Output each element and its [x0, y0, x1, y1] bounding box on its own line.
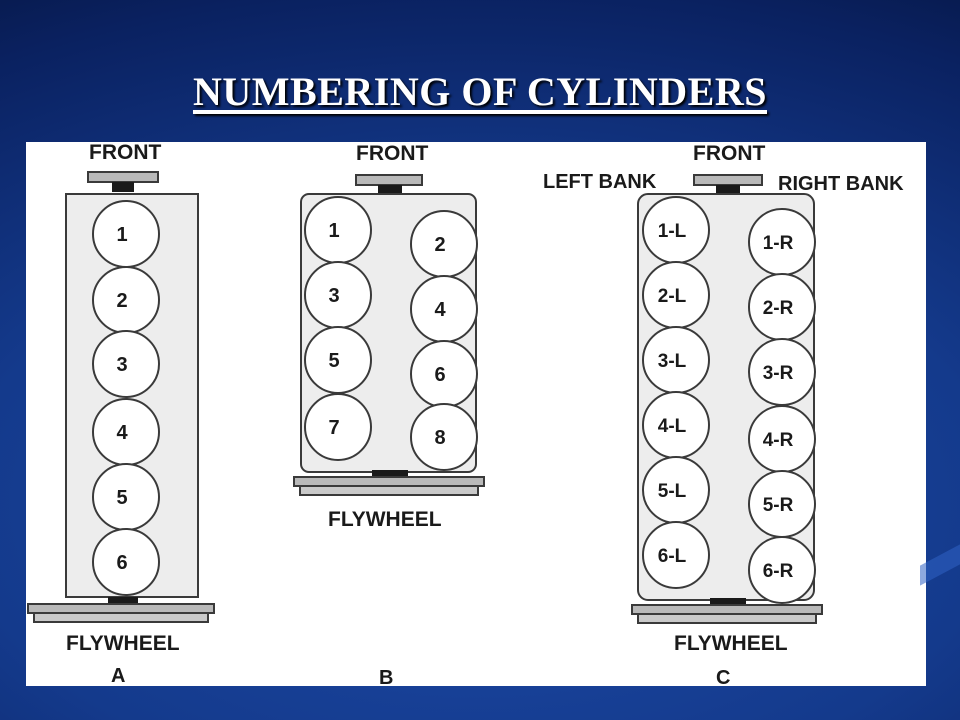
diagram-b-right-cylinder-8-circle [410, 403, 478, 471]
diagram-a-caption: A [111, 665, 125, 686]
diagram-c-left-cylinder-3-label: 3-L [658, 351, 687, 372]
diagram-b-left-cylinder-7-circle [304, 393, 372, 461]
diagram-c-right-cylinder-2-label: 2-R [763, 298, 794, 319]
diagram-b: FRONT 1 3 5 7 2 4 6 8 FLYWHEEL B [293, 142, 485, 686]
diagram-c-caption: C [716, 667, 730, 686]
diagram-b-right-cylinder-6-label: 6 [434, 364, 445, 386]
diagram-b-caption: B [379, 667, 393, 686]
diagram-a: FRONT 1 2 3 4 5 6 FLYWHEEL A [27, 142, 215, 686]
diagram-a-cylinder-3-circle [92, 330, 160, 398]
diagram-c-left-cylinder-1-label: 1-L [658, 221, 687, 242]
diagram-c-front-plate [693, 174, 763, 186]
diagram-c-flywheel-label: FLYWHEEL [674, 632, 788, 655]
diagram-a-front-plate [87, 171, 159, 183]
diagram-c: FRONT LEFT BANK RIGHT BANK 1-L 2-L 3-L 4-L 5… [543, 142, 904, 686]
diagram-a-front-shaft [112, 182, 134, 192]
diagram-c-front-label: FRONT [693, 142, 765, 165]
diagram-b-right-cylinder-8-label: 8 [434, 427, 445, 449]
diagram-c-flywheel-base [637, 613, 817, 624]
diagram-b-left-cylinder-7-label: 7 [328, 417, 339, 439]
diagram-a-front-label: FRONT [89, 142, 161, 164]
diagram-a-cylinder-1-label: 1 [116, 224, 127, 246]
diagram-a-cylinder-4-label: 4 [116, 422, 128, 444]
diagram-c-left-cylinder-4-label: 4-L [658, 416, 687, 437]
diagram-c-left-cylinder-6-label: 6-L [658, 546, 687, 567]
diagram-c-right-cylinder-3-label: 3-R [763, 363, 794, 384]
diagram-b-right-cylinder-2-label: 2 [434, 234, 445, 256]
diagram-c-right-cylinder-6-label: 6-R [763, 561, 794, 582]
diagram-c-right-cylinder-6-circle [748, 536, 816, 604]
diagram-a-cylinder-3-label: 3 [116, 354, 127, 376]
diagram-a-cylinder-2-label: 2 [116, 290, 127, 312]
diagram-a-rear-shaft [108, 597, 138, 605]
diagram-c-front-shaft [716, 185, 740, 195]
diagram-panel: FRONT 1 2 3 4 5 6 FLYWHEEL A FRONT 1 3 5 7 2 4 6 8 F… [26, 142, 926, 686]
decorative-stripe [920, 544, 960, 586]
cylinder-diagrams: FRONT 1 2 3 4 5 6 FLYWHEEL A FRONT 1 3 5 7 2 4 6 8 F… [27, 142, 904, 686]
diagram-b-left-cylinder-3-label: 3 [328, 285, 339, 307]
diagram-c-right-cylinder-5-label: 5-R [763, 495, 794, 516]
diagram-a-cylinders: 1 2 3 4 5 6 [92, 200, 160, 596]
diagram-c-right-cylinder-4-label: 4-R [763, 430, 794, 451]
diagram-b-left-cylinder-5-label: 5 [328, 350, 339, 372]
diagram-b-front-plate [355, 174, 423, 186]
diagram-b-flywheel-base [299, 485, 479, 496]
diagram-b-right-cylinder-4-label: 4 [434, 299, 446, 321]
diagram-c-left-cylinder-2-label: 2-L [658, 286, 687, 307]
diagram-c-cylinders: 1-L 2-L 3-L 4-L 5-L 6-L 1-R 2-R 3-R 4-R 5-R 6-R [642, 196, 816, 604]
diagram-c-right-bank-label: RIGHT BANK [778, 173, 904, 195]
diagram-c-left-bank-label: LEFT BANK [543, 171, 657, 193]
diagram-b-rear-shaft [372, 470, 408, 478]
diagram-b-flywheel-label: FLYWHEEL [328, 508, 442, 531]
diagram-b-front-shaft [378, 185, 402, 195]
diagram-b-left-cylinder-1-label: 1 [328, 220, 339, 242]
diagram-b-cylinders: 1 3 5 7 2 4 6 8 [304, 196, 478, 471]
diagram-a-cylinder-6-circle [92, 528, 160, 596]
diagram-a-flywheel-base [33, 612, 209, 623]
diagram-a-cylinder-5-label: 5 [116, 487, 127, 509]
diagram-a-flywheel-label: FLYWHEEL [66, 632, 180, 655]
slide-title: NUMBERING OF CYLINDERS [192, 69, 767, 114]
diagram-c-rear-shaft [710, 598, 746, 606]
diagram-c-left-cylinder-5-label: 5-L [658, 481, 687, 502]
diagram-b-flywheel-plate [293, 476, 485, 487]
diagram-b-front-label: FRONT [356, 142, 428, 165]
diagram-c-flywheel-plate [631, 604, 823, 615]
diagram-a-cylinder-6-label: 6 [116, 552, 127, 574]
diagram-c-right-cylinder-1-label: 1-R [763, 233, 794, 254]
diagram-c-left-cylinder-6-circle [642, 521, 710, 589]
diagram-a-flywheel-plate [27, 603, 215, 614]
